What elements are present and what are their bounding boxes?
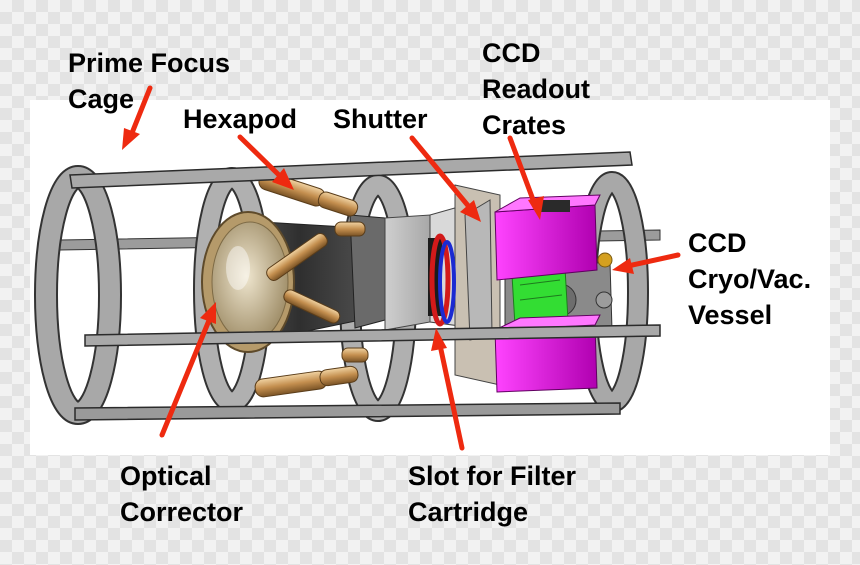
arrow-shutter <box>409 135 481 222</box>
label-shutter: Shutter <box>333 101 428 137</box>
label-line: Cryo/Vac. <box>688 264 812 294</box>
label-line: Slot for Filter <box>408 461 576 491</box>
label-ccd-cryo-vac-vessel: CCD Cryo/Vac. Vessel <box>688 225 811 333</box>
filter-slot <box>428 233 456 327</box>
label-line: Cage <box>68 84 135 114</box>
cage-bar-front <box>84 324 661 347</box>
label-hexapod: Hexapod <box>183 101 297 137</box>
ccd-readout-crate-bottom <box>494 314 601 393</box>
label-line: Readout <box>482 74 590 104</box>
label-prime-focus-cage: Prime Focus Cage <box>68 45 230 117</box>
label-line: Crates <box>482 110 567 140</box>
label-line: Prime Focus <box>68 48 231 78</box>
ccd-readout-crate-top <box>494 194 601 281</box>
label-line: CCD <box>688 228 747 258</box>
cage-bar-bottom <box>74 402 621 421</box>
arrow-hexapod <box>237 134 294 190</box>
label-line: Hexapod <box>183 104 298 134</box>
label-line: Cartridge <box>408 497 529 527</box>
label-line: CCD <box>482 38 541 68</box>
label-line: Vessel <box>688 300 773 330</box>
cage-ring-left <box>34 165 122 425</box>
leader-arrows <box>122 85 681 451</box>
label-optical-corrector: Optical Corrector <box>120 458 243 530</box>
arrow-ccd-cryo-vessel <box>612 252 681 274</box>
label-ccd-readout-crates: CCD Readout Crates <box>482 35 590 143</box>
cage-bar-top <box>69 151 633 189</box>
arrow-prime-focus-cage <box>122 85 153 150</box>
arrow-optical-corrector <box>159 302 216 438</box>
label-line: Corrector <box>120 497 244 527</box>
label-slot-for-filter-cartridge: Slot for Filter Cartridge <box>408 458 576 530</box>
label-line: Shutter <box>333 104 428 134</box>
label-line: Optical <box>120 461 212 491</box>
arrow-filter-slot <box>431 328 465 451</box>
arrow-ccd-readout-crates <box>507 135 544 220</box>
